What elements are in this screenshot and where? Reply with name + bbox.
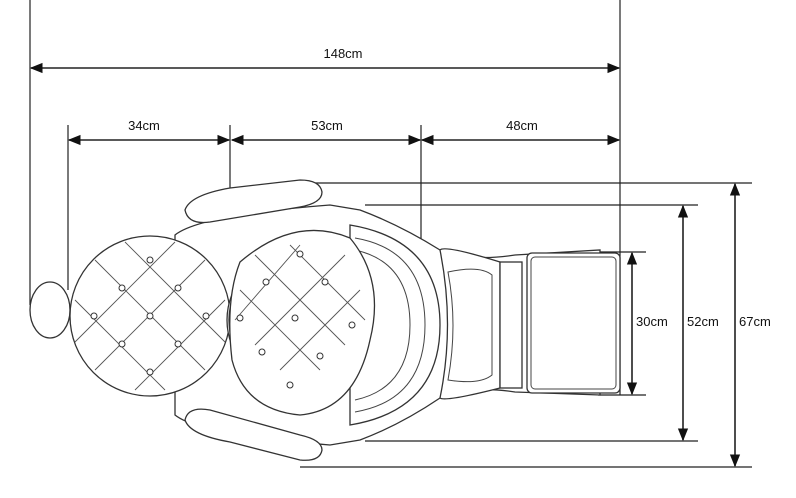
- backrest-tufts: [90, 256, 210, 376]
- legrest: [439, 248, 501, 400]
- label-seat: 53cm: [311, 118, 343, 133]
- label-seat-width: 52cm: [687, 314, 719, 329]
- label-total-length: 148cm: [323, 46, 362, 61]
- headrest: [29, 281, 71, 339]
- footrest: [526, 252, 621, 394]
- label-overall-width: 67cm: [739, 314, 771, 329]
- dimension-overall-width: 67cm: [729, 182, 771, 468]
- label-backrest: 34cm: [128, 118, 160, 133]
- chair-top-view: [29, 179, 621, 461]
- dimension-footrest-width: 30cm: [626, 251, 668, 396]
- dimension-legrest: 48cm: [420, 118, 621, 146]
- armrest-bottom: [184, 408, 323, 461]
- label-legrest: 48cm: [506, 118, 538, 133]
- dimension-seat-width: 52cm: [677, 204, 719, 442]
- seat-tufts: [236, 250, 356, 389]
- dimension-total-length: 148cm: [29, 46, 621, 74]
- dimension-seat: 53cm: [230, 118, 422, 146]
- dimension-backrest: 34cm: [67, 118, 231, 146]
- label-footrest-width: 30cm: [636, 314, 668, 329]
- armrest-top: [184, 179, 323, 224]
